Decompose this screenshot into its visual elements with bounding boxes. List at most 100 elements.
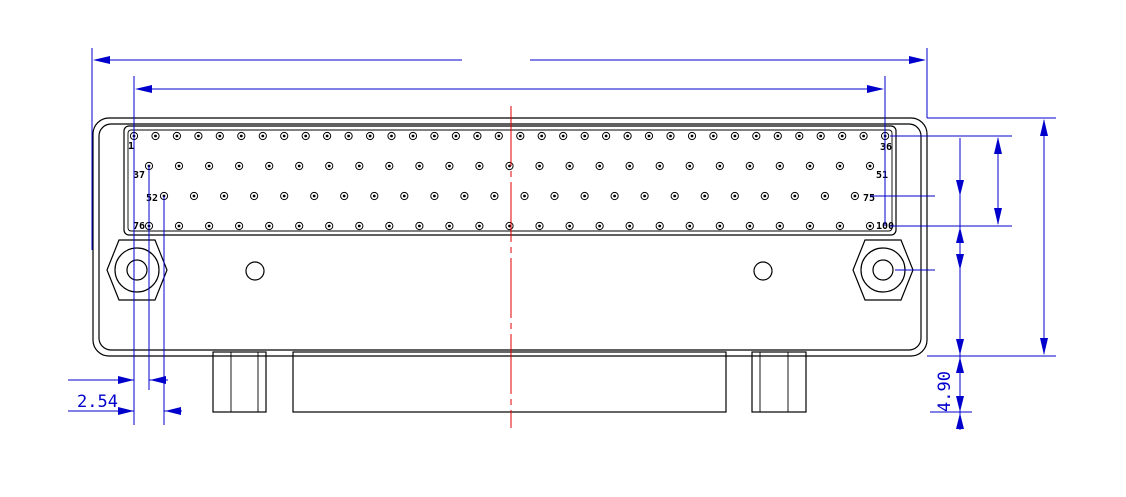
- pin-label-76: 76: [133, 221, 145, 232]
- pin-center-16: [454, 134, 458, 138]
- pin-center-63: [192, 194, 196, 198]
- connector-body: [92, 117, 928, 357]
- pin-center-33: [819, 134, 823, 138]
- pin-center-34: [840, 134, 844, 138]
- pin-center-35: [862, 134, 865, 138]
- pin-center-13: [390, 134, 393, 138]
- pin-label-100: 100: [876, 221, 894, 232]
- mounting-nut-left: [106, 239, 168, 301]
- pin-center-17: [476, 134, 479, 138]
- pin-center-38: [177, 164, 181, 168]
- pin-center-61: [868, 164, 872, 168]
- pin-center-83: [793, 194, 797, 198]
- pin-center-49: [508, 164, 511, 168]
- pin-center-99: [538, 224, 541, 228]
- pin-center-50: [538, 164, 541, 168]
- pin-center-54: [658, 164, 662, 168]
- pin-center-53: [628, 164, 631, 168]
- pin-center-79: [673, 194, 677, 198]
- pin-center-48: [478, 164, 481, 168]
- pin-center-92: [327, 224, 331, 228]
- pin-center-5: [218, 134, 222, 138]
- pin-center-43: [327, 164, 331, 168]
- pin-center-2: [154, 134, 157, 138]
- pin-center-85: [853, 194, 857, 198]
- pin-center-91: [297, 224, 301, 228]
- pin-center-106: [748, 224, 752, 228]
- pin-center-9: [304, 134, 308, 138]
- pin-center-88: [207, 224, 211, 228]
- pin-center-80: [703, 194, 707, 198]
- pin-center-4: [197, 134, 200, 138]
- pin-center-75: [553, 194, 556, 198]
- pin-center-27: [690, 134, 694, 138]
- pin-center-23: [604, 134, 608, 138]
- pin-center-70: [402, 194, 406, 198]
- pin-center-87: [177, 224, 181, 228]
- pin-center-45: [387, 164, 391, 168]
- pin-center-41: [267, 164, 271, 168]
- pin-center-59: [808, 164, 812, 168]
- pin-array: [129, 131, 890, 231]
- pin-center-22: [583, 134, 587, 138]
- pin-center-104: [688, 224, 692, 228]
- pin-center-82: [763, 194, 767, 198]
- pin-center-52: [598, 164, 601, 168]
- height-offset-dimension: 4.90: [935, 371, 955, 412]
- pin-center-108: [808, 224, 812, 228]
- pin-center-103: [658, 224, 662, 228]
- pin-center-51: [568, 164, 571, 168]
- pin-center-12: [368, 134, 372, 138]
- pin-center-8: [282, 134, 286, 138]
- pin-center-105: [718, 224, 722, 228]
- pin-center-90: [267, 224, 271, 228]
- pin-center-6: [239, 134, 243, 138]
- pin-center-69: [372, 194, 376, 198]
- pin-center-78: [643, 194, 646, 198]
- pin-center-97: [478, 224, 481, 228]
- pin-center-77: [613, 194, 616, 198]
- pin-center-39: [207, 164, 211, 168]
- pin-center-47: [448, 164, 451, 168]
- pin-center-100: [568, 224, 571, 228]
- pin-center-7: [261, 134, 265, 138]
- pin-center-101: [598, 224, 601, 228]
- pitch-dimension: 2.54: [77, 392, 118, 412]
- pin-center-3: [175, 134, 179, 138]
- pin-label-36: 36: [880, 142, 892, 153]
- pin-center-30: [754, 134, 758, 138]
- pin-center-21: [561, 134, 565, 138]
- pin-center-14: [411, 134, 415, 138]
- pin-center-60: [838, 164, 842, 168]
- pin-center-24: [626, 134, 629, 138]
- pin-center-96: [448, 224, 451, 228]
- pin-center-89: [237, 224, 241, 228]
- pin-center-76: [583, 194, 586, 198]
- dimension-lines: 2.54 4.90: [68, 48, 1056, 430]
- pin-center-44: [357, 164, 361, 168]
- pin-label-1: 1: [128, 141, 134, 152]
- pin-center-109: [838, 224, 842, 228]
- pin-center-25: [647, 134, 651, 138]
- pin-center-74: [523, 194, 526, 198]
- pin-center-65: [252, 194, 256, 198]
- pin-center-98: [508, 224, 511, 228]
- pin-labels: 1 36 37 51 52 75 76 100: [128, 141, 894, 232]
- pin-center-40: [237, 164, 241, 168]
- pin-center-18: [497, 134, 501, 138]
- pin-center-15: [433, 134, 436, 138]
- pin-center-19: [518, 134, 522, 138]
- pin-center-71: [433, 194, 436, 198]
- pin-center-20: [540, 134, 544, 138]
- guide-hole-left: [245, 261, 265, 281]
- pin-center-102: [628, 224, 631, 228]
- pin-center-31: [776, 134, 780, 138]
- pin-center-32: [797, 134, 801, 138]
- pin-center-64: [222, 194, 226, 198]
- pin-center-58: [778, 164, 782, 168]
- pin-center-11: [347, 134, 350, 138]
- pin-center-68: [342, 194, 346, 198]
- pin-center-57: [748, 164, 752, 168]
- pin-center-42: [297, 164, 301, 168]
